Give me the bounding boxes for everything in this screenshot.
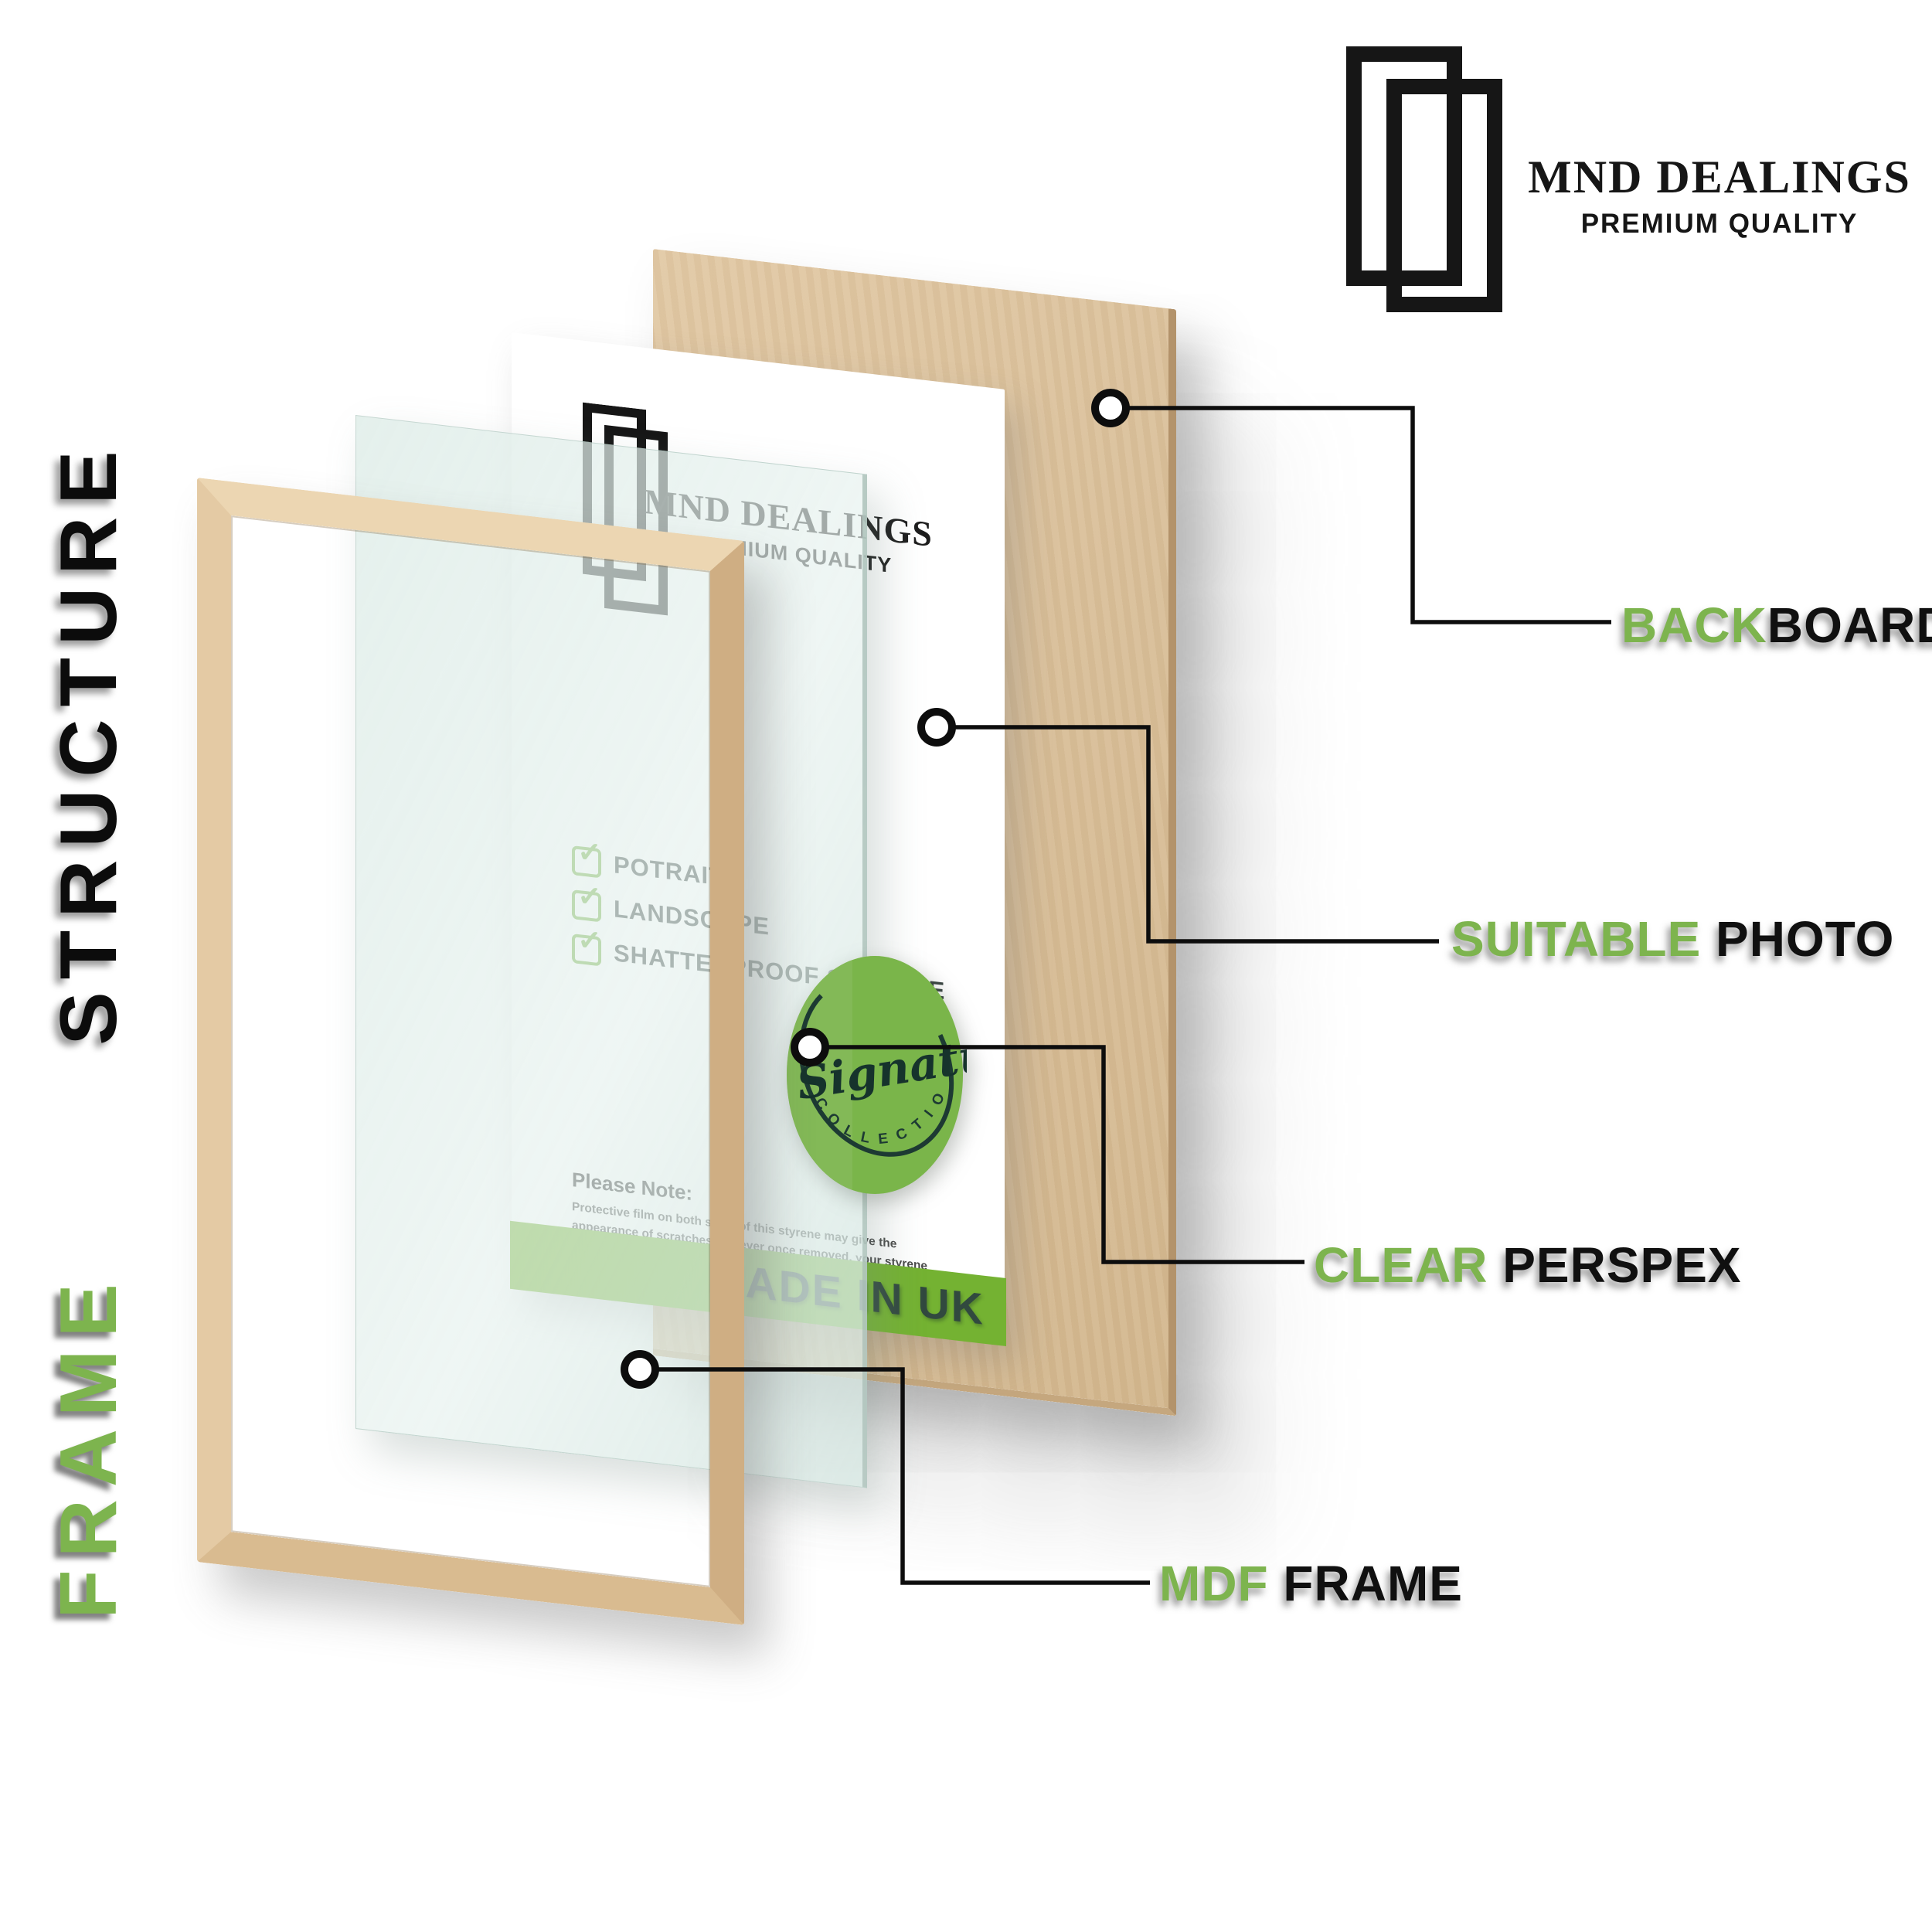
signature-collection-badge: Signature C O L L E C T I O N [783,952,967,1194]
mdf-frame-label: MDF FRAME [1159,1556,1463,1611]
brand-frames-logo [1346,46,1502,312]
brand-tagline: PREMIUM QUALITY [1580,209,1859,239]
brand-name: MND DEALINGS [1528,151,1911,202]
clear-perspex-label: CLEAR PERSPEX [1314,1237,1742,1293]
suitable-photo-label: SUITABLE PHOTO [1451,911,1895,967]
brand-text-block: MND DEALINGS PREMIUM QUALITY [1526,151,1913,240]
title-frame: FRAME [43,1271,134,1619]
backboard-label: BACKBOARD [1621,597,1932,653]
title-structure: STRUCTURE [43,438,134,1046]
wooden-frame-layer [197,478,744,1625]
